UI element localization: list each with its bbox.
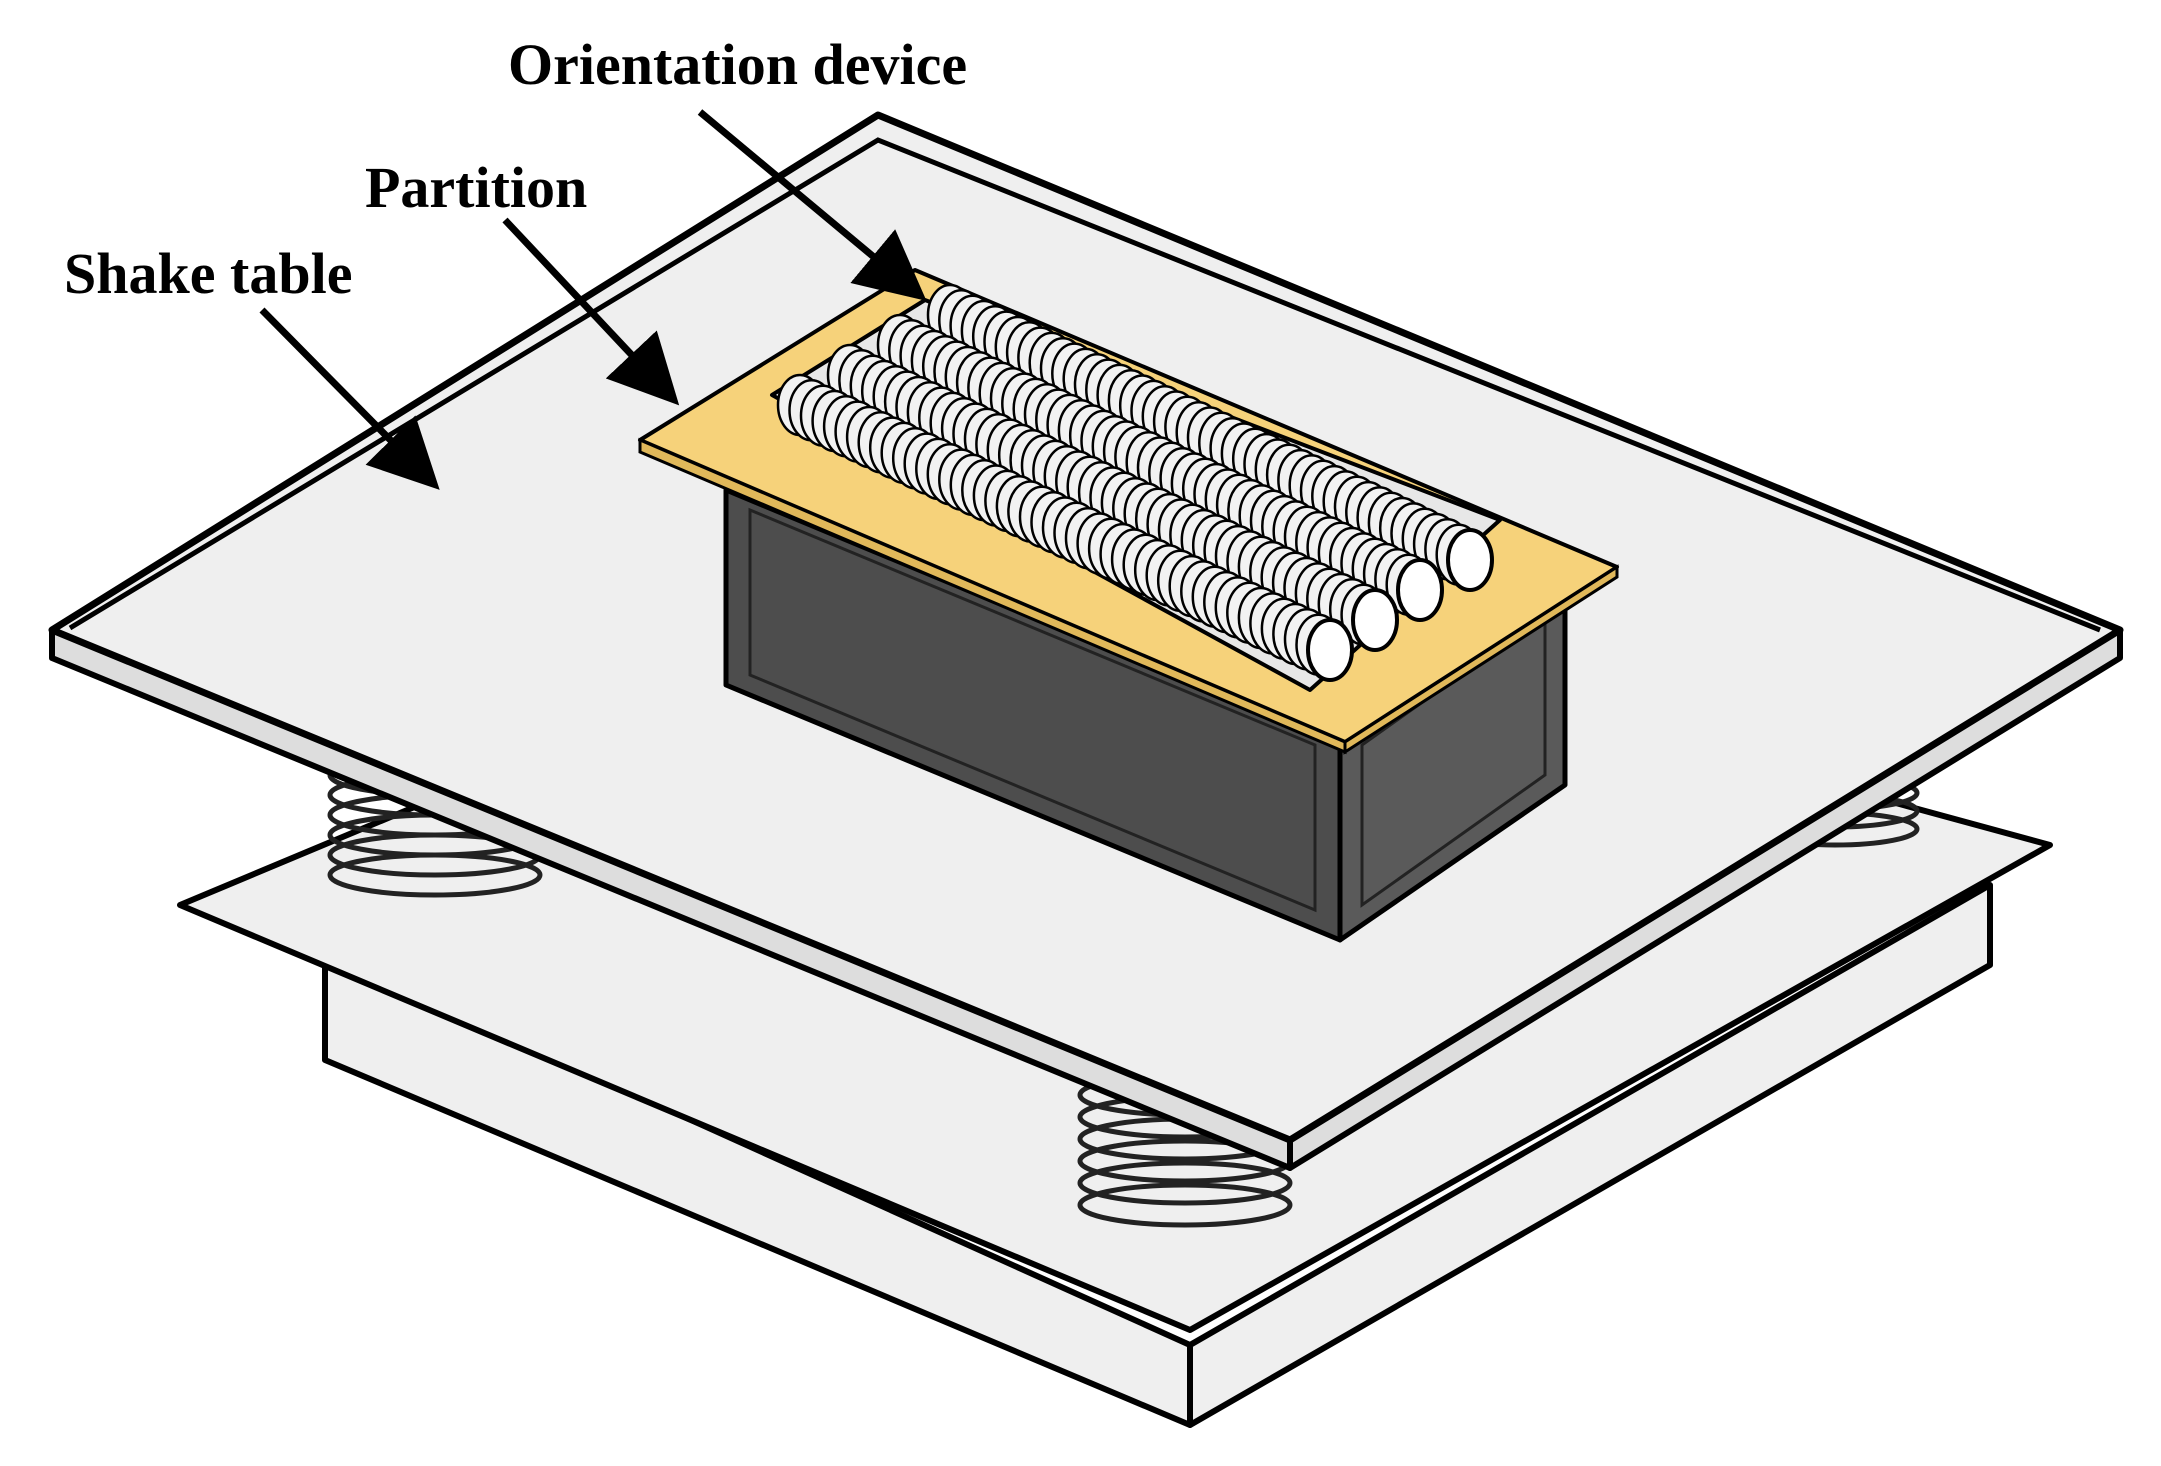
coin [1306,618,1354,682]
arrow-partition [502,217,680,406]
coin-rod-icon [826,343,1399,652]
arrows [259,109,927,490]
coin-rod-icon [776,373,1354,682]
spring-coil [1077,1160,1293,1206]
coin-rod-icon [926,283,1494,592]
coin [1351,588,1399,652]
label-orientation-device: Orientation device [508,32,967,97]
coin [1446,528,1494,592]
spring-coil [1077,1182,1293,1228]
arrow-shake-table [259,307,440,490]
coin [1396,558,1444,622]
table-rim [68,137,2101,633]
arrow-orientation-device [697,109,927,301]
base-plate-edge [179,903,1191,1332]
labels: Orientation device Partition Shake table [64,32,967,306]
base-box-right [1187,882,1993,1428]
partition-thickness-right [1343,564,1619,755]
spring-coil [327,852,543,898]
device-box-front-inset [748,507,1317,913]
label-partition: Partition [365,155,587,220]
coin-rods [776,283,1494,682]
label-shake-table: Shake table [64,241,352,306]
